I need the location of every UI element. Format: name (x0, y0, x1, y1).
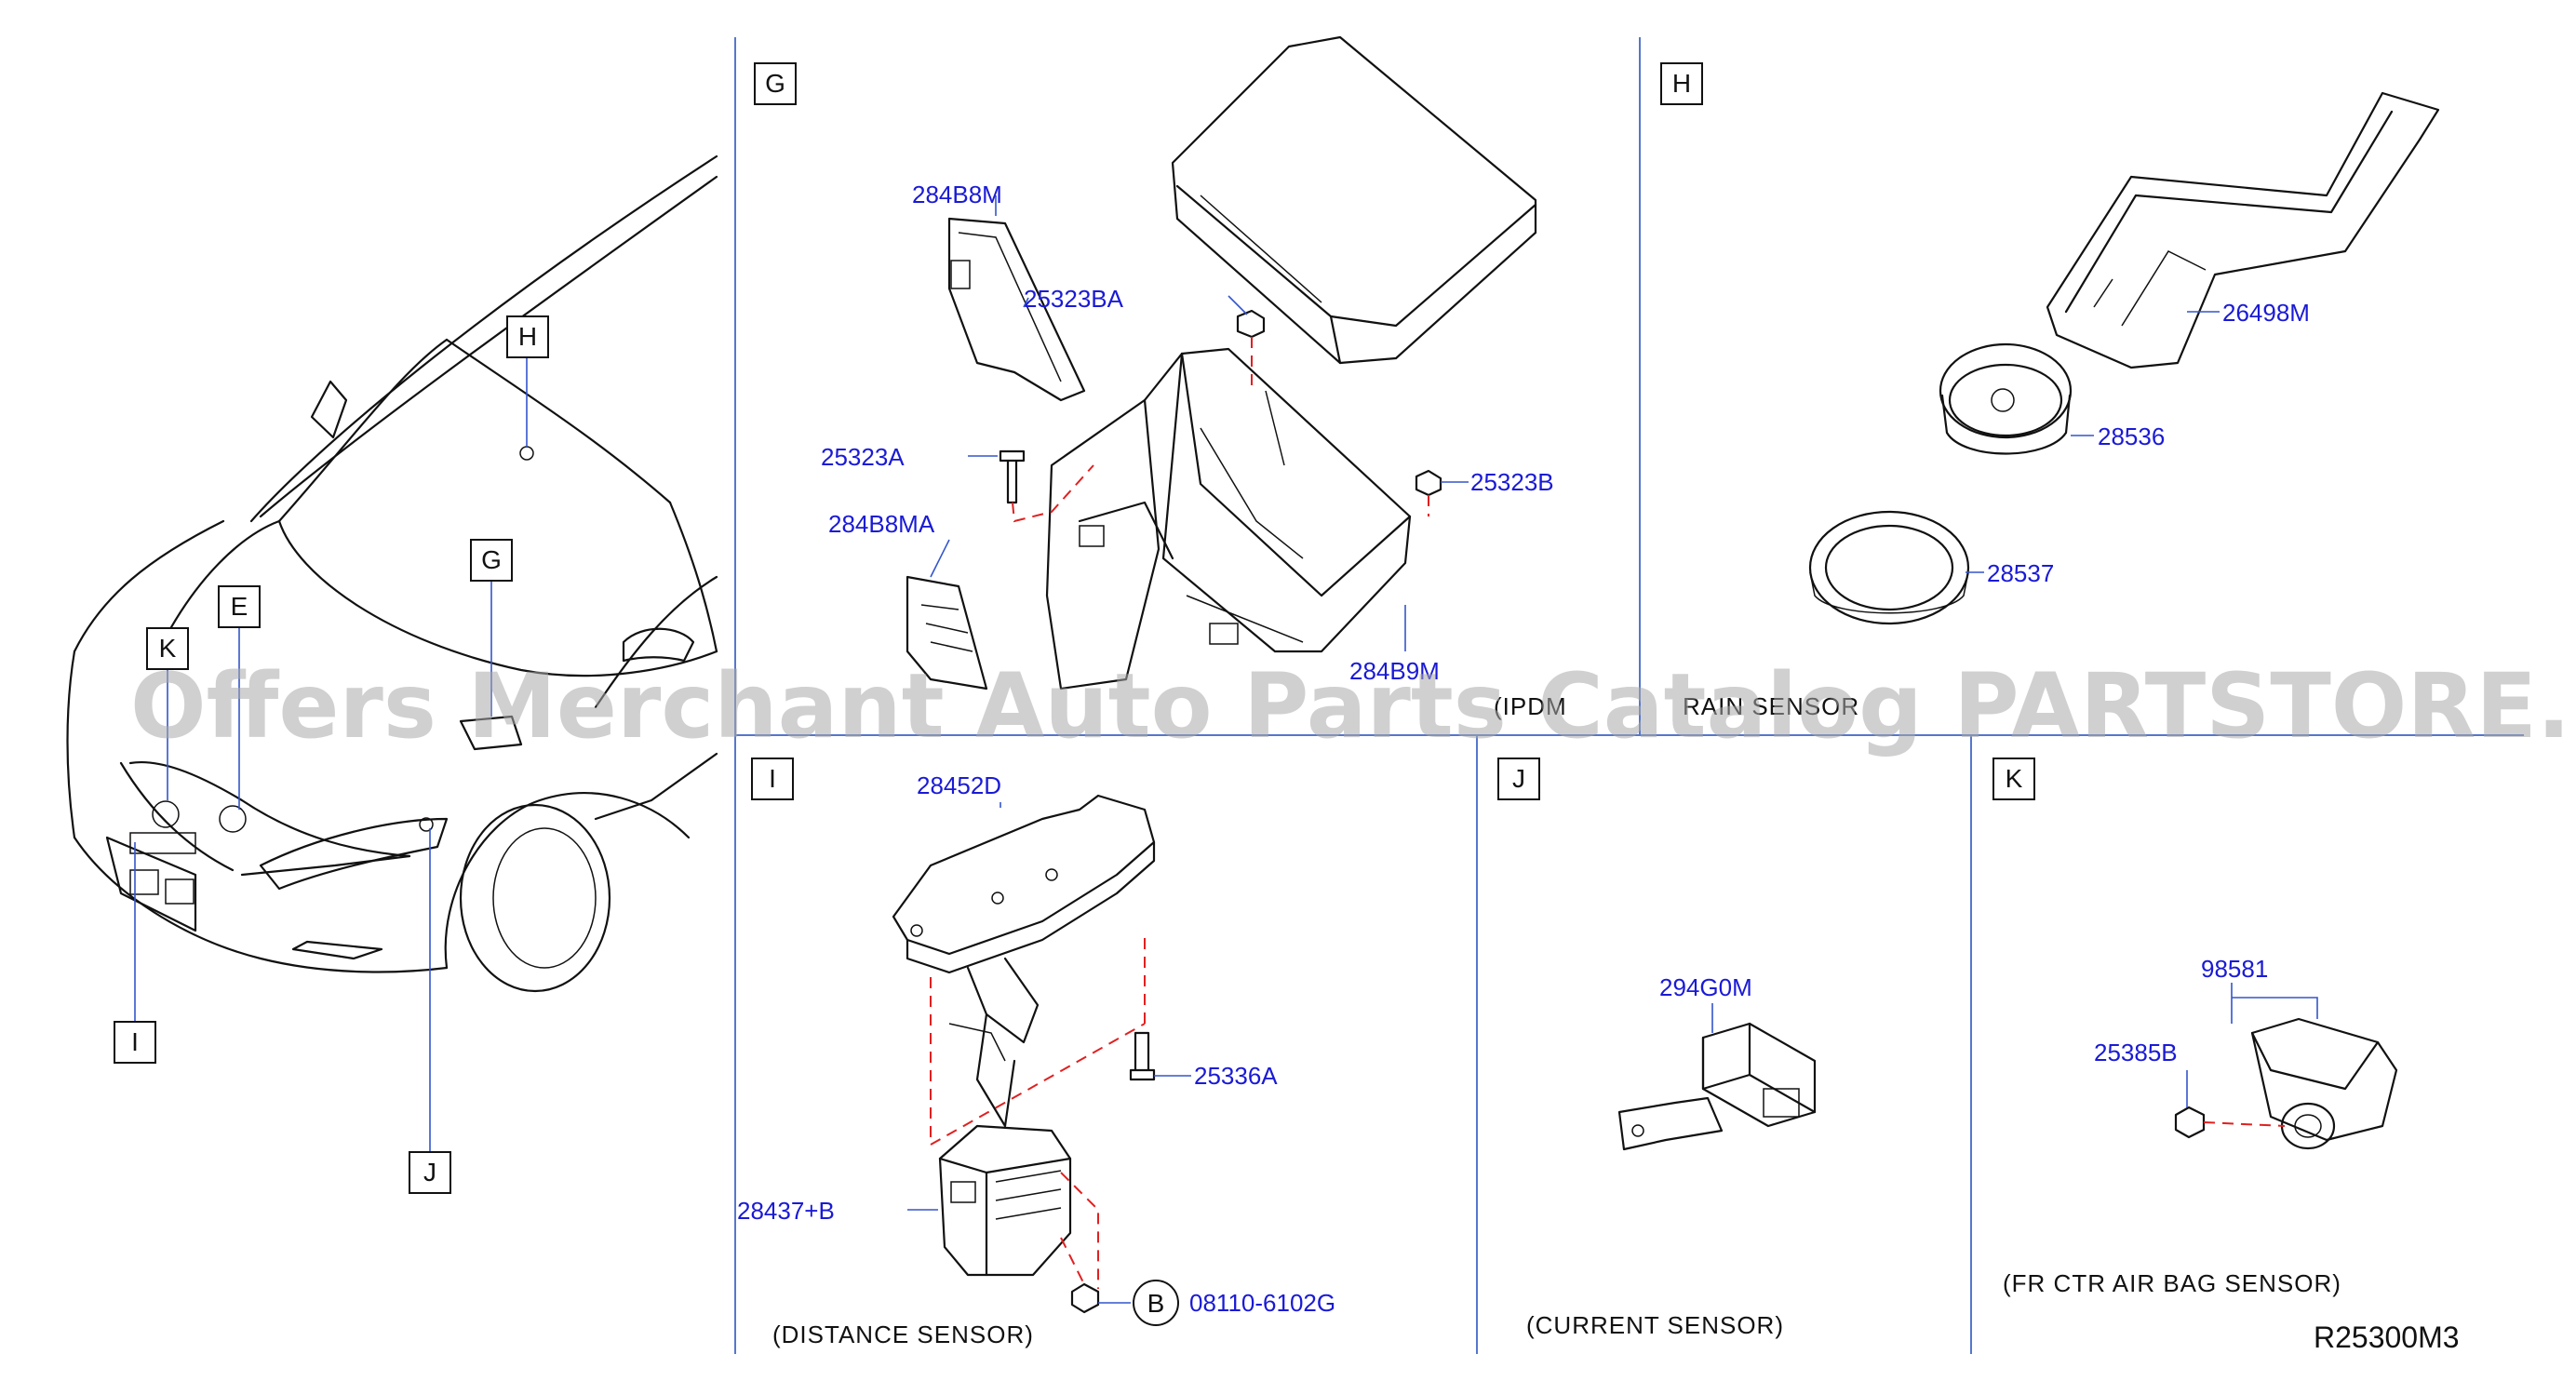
section-K-letter-box[interactable]: K (1992, 758, 2035, 800)
section-I: I (737, 758, 1335, 1348)
part-number[interactable]: 294G0M (1659, 973, 1752, 1001)
section-H: H 26498M 28536 28537 RAIN SENSOR (1660, 62, 2440, 720)
bolt-badge-B: B (1133, 1280, 1179, 1326)
bracket-284B8M-drawing (947, 217, 1086, 402)
watermark-text: Offers Merchant Auto Parts Catalog PARTS… (130, 654, 2576, 758)
callout-box-E[interactable]: E (218, 585, 261, 628)
callout-box-J[interactable]: J (409, 1151, 451, 1194)
section-I-caption: (DISTANCE SENSOR) (772, 1321, 1034, 1348)
car-overview-drawing (66, 154, 718, 993)
svg-text:G: G (481, 545, 502, 574)
part-number[interactable]: 25336A (1194, 1062, 1278, 1090)
callout-box-K[interactable]: K (146, 627, 189, 670)
callout-box-I[interactable]: I (114, 1021, 156, 1064)
section-K: K 98581 25385B (FR CTR AIR BAG SENSOR) (1992, 758, 2398, 1297)
section-J-letter-box[interactable]: J (1497, 758, 1540, 800)
svg-text:J: J (1512, 764, 1525, 793)
section-J: J 294G0M (CURRENT SENSOR) (1497, 758, 1817, 1339)
airbag-sensor-98581-drawing (2250, 1017, 2398, 1150)
ipdm-cover-drawing (1171, 35, 1537, 365)
part-number[interactable]: 98581 (2201, 955, 2268, 983)
section-J-caption: (CURRENT SENSOR) (1526, 1311, 1784, 1339)
part-number[interactable]: 284B9M (1349, 657, 1440, 685)
car-callout-leaders (134, 358, 528, 1152)
rain-sensor-cover-drawing (2046, 91, 2440, 369)
svg-text:I: I (769, 764, 776, 793)
svg-text:H: H (518, 322, 537, 351)
distance-sensor-28437-drawing (938, 1124, 1072, 1277)
current-sensor-294G0M-drawing (1617, 1022, 1817, 1151)
fasteners-G-drawing (999, 309, 1442, 504)
nut-25385B-drawing (2174, 1106, 2206, 1139)
section-K-caption: (FR CTR AIR BAG SENSOR) (2003, 1269, 2341, 1297)
svg-text:H: H (1672, 69, 1691, 98)
svg-text:J: J (423, 1158, 436, 1187)
part-number[interactable]: 284B8MA (828, 510, 935, 538)
sensor-ring-28537-drawing (1808, 510, 1970, 625)
part-number[interactable]: 28437+B (737, 1197, 835, 1225)
part-number[interactable]: 25323BA (1024, 285, 1124, 313)
section-G-caption: (IPDM (1494, 692, 1567, 720)
part-number[interactable]: 08110-6102G (1189, 1289, 1335, 1317)
part-number[interactable]: 28452D (917, 771, 1001, 799)
rain-sensor-28536-drawing (1939, 342, 2073, 455)
section-H-letter-box[interactable]: H (1660, 62, 1703, 105)
section-H-caption: RAIN SENSOR (1683, 692, 1859, 720)
callout-box-G[interactable]: G (470, 539, 513, 582)
ipdm-lower-case-drawing (1045, 347, 1412, 690)
part-number[interactable]: 25323A (821, 443, 905, 471)
section-G: G (754, 35, 1567, 720)
part-number[interactable]: 28537 (1987, 559, 2054, 587)
svg-text:K: K (159, 634, 177, 663)
part-number[interactable]: 28536 (2098, 422, 2165, 450)
svg-text:I: I (131, 1027, 139, 1056)
section-dividers (734, 37, 2524, 1354)
bracket-284B8MA-drawing (906, 575, 988, 690)
callout-box-H[interactable]: H (506, 315, 549, 358)
part-number[interactable]: 26498M (2222, 299, 2310, 327)
part-number[interactable]: 25323B (1470, 468, 1554, 496)
bolts-I-drawing (1070, 1031, 1156, 1314)
part-number[interactable]: 284B8M (912, 181, 1002, 208)
bracket-28452D-drawing (892, 794, 1156, 1128)
svg-text:G: G (765, 69, 785, 98)
svg-text:K: K (2006, 764, 2023, 793)
section-I-letter-box[interactable]: I (751, 758, 794, 800)
diagram-reference-code: R25300M3 (2314, 1321, 2460, 1354)
part-number[interactable]: 25385B (2094, 1039, 2178, 1066)
svg-text:B: B (1147, 1289, 1165, 1318)
svg-text:E: E (231, 592, 248, 621)
section-G-letter-box[interactable]: G (754, 62, 797, 105)
